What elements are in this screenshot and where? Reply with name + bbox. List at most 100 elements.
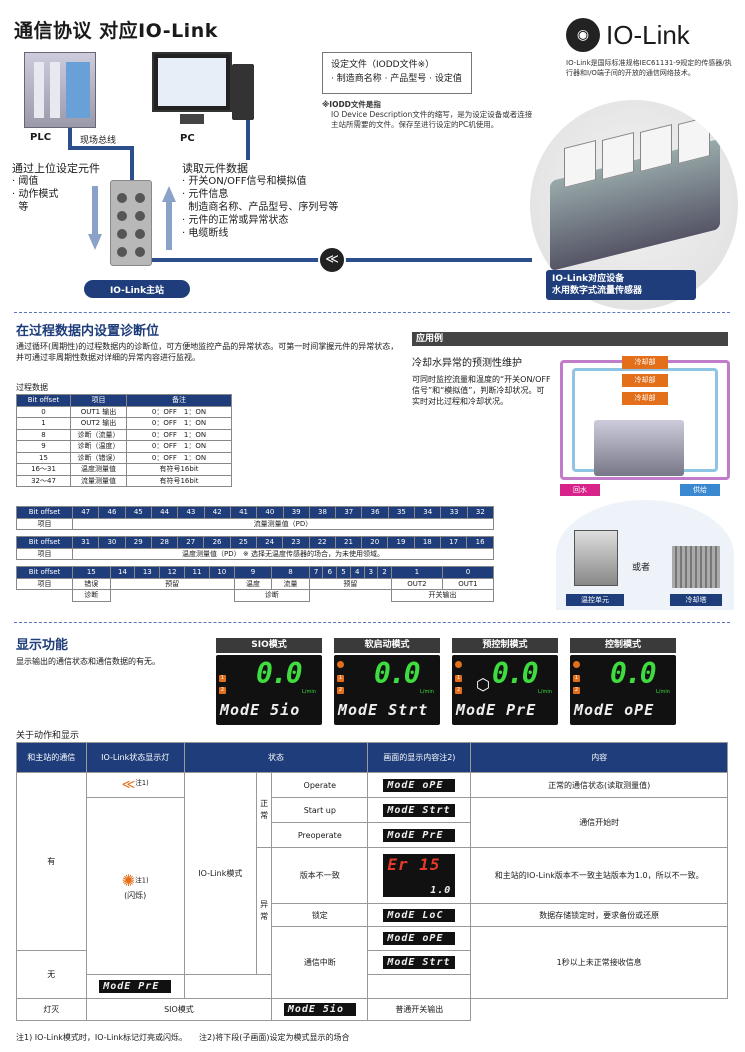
lamp-blink-text: (闪烁) — [124, 891, 147, 900]
process-body: 通过循环(周期性)的过程数据内的诊断位，可方便地监控产品的异常状态。可第一时间掌… — [16, 342, 399, 362]
bit-number: 34 — [414, 506, 442, 519]
lcd-mode: ModE Strt — [338, 701, 429, 719]
bit-number: 23 — [282, 536, 310, 549]
io-link-connector-icon: ≪ — [318, 246, 346, 274]
table-row: 无 ModE Strt — [16, 950, 728, 999]
lcd-unit: L/min — [656, 689, 670, 695]
read-item: · 开关ON/OFF信号和模拟值 — [182, 176, 307, 187]
section-divider — [14, 622, 730, 623]
read-item: · 电缆断线 — [182, 228, 229, 239]
io-link-lamp-icon — [455, 661, 462, 668]
chiller-image — [574, 530, 618, 586]
lcd-mode: ModE 5io — [220, 701, 301, 719]
process-heading: 在过程数据内设置诊断位 — [16, 324, 160, 339]
application-header: 应用例 — [412, 332, 728, 346]
tower-label: 冷却塔 — [670, 594, 722, 606]
bit-number: 27 — [177, 536, 205, 549]
bit-number: 30 — [98, 536, 126, 549]
bit-number: 39 — [282, 506, 310, 519]
bit-number: 11 — [184, 566, 210, 579]
bit-number: 42 — [203, 506, 231, 519]
bit-number: 14 — [109, 566, 136, 579]
bit-number: 29 — [124, 536, 152, 549]
bit-number: 0 — [441, 566, 495, 579]
mini-lcd: ModE PrE — [383, 828, 456, 842]
bit-number: 18 — [413, 536, 441, 549]
normal-label: 正常 — [255, 772, 273, 848]
iodd-items: · 制造商名称 · 产品型号 · 设定值 — [331, 74, 462, 84]
or-label: 或者 — [632, 563, 651, 573]
table-header: 备注 — [126, 394, 232, 407]
screen-cell: ModE Strt — [367, 797, 472, 823]
bit-number: 15 — [72, 566, 111, 579]
plc-module — [66, 62, 90, 118]
lcd-mode: ModE PrE — [456, 701, 537, 719]
pc-label: PC — [180, 133, 195, 144]
indicator-led: 1 — [455, 675, 462, 682]
status-table-title: 关于动作和显示 — [16, 731, 80, 741]
table-row: ✺注1)(闪烁) Start up ModE Strt 通信开始时 — [17, 797, 728, 975]
item-label: 项目 — [16, 547, 73, 560]
arrow-down-icon — [88, 186, 102, 250]
bit-number: 44 — [150, 506, 179, 519]
table-row: Preoperate ModE PrE — [17, 822, 728, 848]
state-cell: Operate — [271, 772, 369, 798]
table-row: 有 ≪注1) IO-Link模式 正常 Operate ModE oPE 正常的… — [16, 772, 728, 975]
cooling-label: 冷却部 — [622, 392, 668, 405]
mini-lcd: ModE oPE — [383, 932, 456, 945]
iodd-note: ※IODD文件是指 IO Device Description文件的缩写，是为设… — [322, 100, 536, 130]
cell: 0：OFF 1：ON — [126, 451, 232, 464]
bit-number: 4 — [349, 566, 365, 579]
bit-number: 40 — [256, 506, 284, 519]
cell: 诊断（温度） — [70, 440, 127, 453]
device-label: IO-Link对应设备 — [552, 274, 625, 284]
bit-number: 20 — [361, 536, 389, 549]
version-lcd: 1.0 — [383, 884, 456, 897]
fieldbus-cable — [68, 128, 72, 148]
lcd-unit: L/min — [302, 689, 316, 695]
bit-number: 22 — [308, 536, 336, 549]
state-cell: 版本不一致 — [271, 847, 369, 904]
hexagon-icon: ⬡ — [476, 675, 490, 694]
bit-number: 3 — [363, 566, 379, 579]
indicator-led: 2 — [219, 687, 226, 694]
master-badge: IO-Link主站 — [84, 280, 190, 298]
indicator-led: 2 — [337, 687, 344, 694]
mini-lcd: ModE LoC — [383, 908, 456, 922]
cell: 8 — [16, 428, 71, 441]
state-cell: Preoperate — [271, 822, 369, 848]
diag-item: 预留 — [109, 577, 235, 590]
bit-number: 43 — [177, 506, 205, 519]
header-state: 状态 — [183, 742, 369, 773]
indicator-led: 2 — [455, 687, 462, 694]
lamp-on-icon: ≪ — [121, 777, 136, 793]
bit-number: 16 — [466, 536, 494, 549]
device-badge: IO-Link对应设备 水用数字式流量传感器 — [546, 270, 696, 300]
mode-title: 控制模式 — [570, 638, 676, 653]
lcd-mode: ModE oPE — [574, 701, 655, 719]
indicator-led: 1 — [573, 675, 580, 682]
screen-cell: Er 151.0 — [367, 847, 472, 904]
arrow-up-icon — [162, 186, 176, 250]
bit-number: 32 — [466, 506, 495, 519]
content-cell: 正常的通信状态(读取测量值) — [470, 772, 728, 798]
lcd-value: 0.0 — [610, 657, 657, 690]
cell: 1 — [16, 417, 71, 430]
lamp-note: 注1) — [135, 779, 149, 788]
lcd-value: 0.0 — [256, 657, 303, 690]
write-title: 通过上位设定元件 — [12, 162, 100, 175]
state-cell: Start up — [271, 797, 369, 823]
bit-number: 31 — [71, 536, 100, 549]
iodd-note-title: ※IODD文件是指 — [322, 100, 381, 109]
bit-number: 9 — [233, 566, 273, 579]
write-item: · 动作模式 — [12, 189, 59, 200]
cell: 温度测量值 — [70, 463, 127, 476]
bit-number: 46 — [98, 506, 126, 519]
table-row: ModE PrE — [17, 974, 728, 999]
application-title: 冷却水异常的预测性维护 — [412, 358, 522, 369]
page-title: 通信协议 对应IO-Link — [14, 20, 218, 42]
content-cell: 数据存储锁定时，要求备份或还原 — [470, 903, 728, 927]
